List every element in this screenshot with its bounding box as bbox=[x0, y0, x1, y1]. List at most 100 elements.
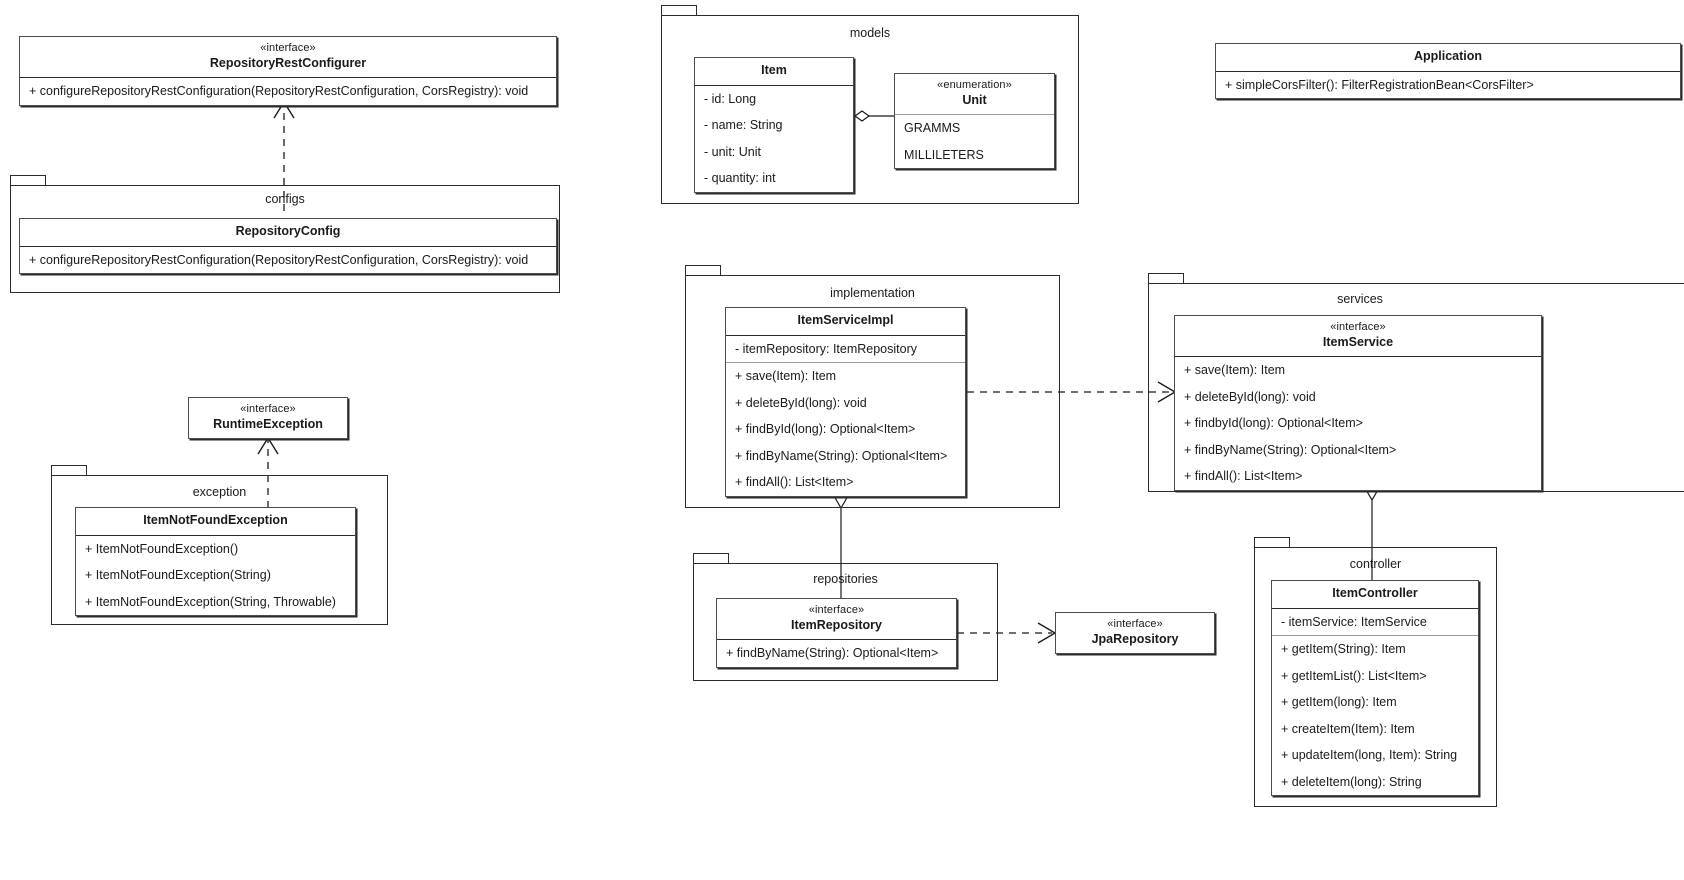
class-header-application: Application bbox=[1216, 44, 1680, 72]
package-controller: controller bbox=[1254, 537, 1497, 807]
class-repository-config[interactable]: RepositoryConfig + configureRepositoryRe… bbox=[19, 218, 557, 275]
package-tab-configs bbox=[10, 175, 46, 186]
stereotype-label: «interface» bbox=[1107, 618, 1163, 630]
package-body-configs bbox=[10, 185, 560, 293]
package-label-implementation: implementation bbox=[830, 286, 915, 300]
class-application[interactable]: Application + simpleCorsFilter(): Filter… bbox=[1215, 43, 1681, 100]
class-name-label: Unit bbox=[962, 92, 987, 107]
package-implementation: implementation bbox=[685, 265, 1060, 508]
class-jpa-repository[interactable]: «interface» JpaRepository bbox=[1055, 612, 1215, 655]
method-row: + getItemList(): List<Item> bbox=[1281, 668, 1427, 683]
enum-value-row: MILLILETERS bbox=[904, 147, 984, 162]
enum-values-section: GRAMMS MILLILETERS bbox=[895, 115, 1054, 168]
method-row: + findByName(String): Optional<Item> bbox=[735, 448, 948, 463]
method-row: + findAll(): List<Item> bbox=[735, 475, 854, 490]
method-row: + configureRepositoryRestConfiguration(R… bbox=[29, 252, 529, 267]
class-header-runtime-exception: «interface» RuntimeException bbox=[189, 398, 347, 438]
package-services: services bbox=[1148, 273, 1684, 492]
method-row: + updateItem(long, Item): String bbox=[1281, 748, 1458, 763]
attribute-row: - id: Long bbox=[704, 91, 757, 106]
attribute-row: - name: String bbox=[704, 118, 783, 133]
class-repository-rest-configurer[interactable]: «interface» RepositoryRestConfigurer + c… bbox=[19, 36, 557, 106]
method-row: + save(Item): Item bbox=[735, 369, 837, 384]
stereotype-label: «interface» bbox=[240, 403, 296, 415]
methods-section: + save(Item): Item + deleteById(long): v… bbox=[1175, 357, 1541, 490]
class-header-repository-config: RepositoryConfig bbox=[20, 219, 556, 247]
package-tab-exception bbox=[51, 465, 87, 476]
class-name-label: RepositoryConfig bbox=[235, 224, 341, 238]
package-body-services bbox=[1148, 283, 1684, 492]
class-name-label: RuntimeException bbox=[213, 416, 323, 431]
method-row: + findAll(): List<Item> bbox=[1184, 469, 1303, 484]
method-row: + getItem(String): Item bbox=[1281, 642, 1406, 657]
method-row: + simpleCorsFilter(): FilterRegistration… bbox=[1225, 77, 1534, 92]
class-name-label: ItemController bbox=[1332, 586, 1418, 600]
class-header-jpa-repository: «interface» JpaRepository bbox=[1056, 613, 1214, 653]
method-row: + ItemNotFoundException(String) bbox=[85, 568, 271, 583]
class-header-unit: «enumeration» Unit bbox=[895, 74, 1054, 116]
package-label-models: models bbox=[849, 26, 891, 40]
package-label-repositories: repositories bbox=[813, 572, 878, 586]
class-header-item-not-found-exception: ItemNotFoundException bbox=[76, 508, 355, 536]
method-row: + findByName(String): Optional<Item> bbox=[1184, 442, 1397, 457]
package-body-models bbox=[661, 15, 1079, 204]
class-item-service[interactable]: «interface» ItemService + save(Item): It… bbox=[1174, 315, 1542, 491]
method-row: + deleteItem(long): String bbox=[1281, 774, 1422, 789]
class-header-item-controller: ItemController bbox=[1272, 581, 1478, 609]
package-label-controller: controller bbox=[1349, 557, 1402, 571]
methods-section: + getItem(String): Item + getItemList():… bbox=[1272, 636, 1478, 795]
method-row: + deleteById(long): void bbox=[735, 395, 867, 410]
methods-section: + save(Item): Item + deleteById(long): v… bbox=[726, 363, 965, 496]
package-tab-repositories bbox=[693, 553, 729, 564]
package-tab-services bbox=[1148, 273, 1184, 284]
package-configs: configs bbox=[10, 175, 560, 293]
package-body-controller bbox=[1254, 547, 1497, 807]
class-name-label: Item bbox=[761, 63, 787, 77]
package-body-implementation bbox=[685, 275, 1060, 508]
class-name-label: ItemServiceImpl bbox=[797, 313, 894, 327]
package-label-configs: configs bbox=[265, 192, 305, 206]
package-tab-implementation bbox=[685, 265, 721, 276]
methods-section: + configureRepositoryRestConfiguration(R… bbox=[20, 247, 556, 274]
method-row: + deleteById(long): void bbox=[1184, 389, 1316, 404]
class-name-label: ItemRepository bbox=[791, 617, 882, 632]
class-item-repository[interactable]: «interface» ItemRepository + findByName(… bbox=[716, 598, 957, 668]
attributes-section: - itemRepository: ItemRepository bbox=[726, 336, 965, 364]
methods-section: + findByName(String): Optional<Item> bbox=[717, 640, 956, 667]
attributes-section: - itemService: ItemService bbox=[1272, 609, 1478, 637]
class-header-item-service-impl: ItemServiceImpl bbox=[726, 308, 965, 336]
method-row: + createItem(Item): Item bbox=[1281, 721, 1415, 736]
attribute-row: - itemRepository: ItemRepository bbox=[735, 341, 918, 356]
attribute-row: - itemService: ItemService bbox=[1281, 614, 1427, 629]
package-label-exception: exception bbox=[192, 485, 247, 499]
package-tab-models bbox=[661, 5, 697, 16]
stereotype-label: «interface» bbox=[260, 42, 316, 54]
methods-section: + simpleCorsFilter(): FilterRegistration… bbox=[1216, 72, 1680, 99]
method-row: + configureRepositoryRestConfiguration(R… bbox=[29, 84, 529, 99]
method-row: + ItemNotFoundException() bbox=[85, 541, 239, 556]
method-row: + save(Item): Item bbox=[1184, 363, 1286, 378]
enum-value-row: GRAMMS bbox=[904, 121, 961, 136]
class-header-item: Item bbox=[695, 58, 853, 86]
methods-section: + configureRepositoryRestConfiguration(R… bbox=[20, 78, 556, 105]
package-body-repositories bbox=[693, 563, 998, 681]
class-name-label: ItemService bbox=[1322, 334, 1394, 349]
method-row: + findByName(String): Optional<Item> bbox=[726, 646, 939, 661]
class-header-item-service: «interface» ItemService bbox=[1175, 316, 1541, 358]
class-runtime-exception[interactable]: «interface» RuntimeException bbox=[188, 397, 348, 440]
class-header-repository-rest-configurer: «interface» RepositoryRestConfigurer bbox=[20, 37, 556, 79]
stereotype-label: «interface» bbox=[1330, 321, 1386, 333]
method-row: + getItem(long): Item bbox=[1281, 695, 1397, 710]
class-item[interactable]: Item - id: Long - name: String - unit: U… bbox=[694, 57, 854, 193]
method-row: + findById(long): Optional<Item> bbox=[735, 422, 916, 437]
class-name-label: RepositoryRestConfigurer bbox=[209, 55, 367, 70]
class-item-controller[interactable]: ItemController - itemService: ItemServic… bbox=[1271, 580, 1479, 797]
class-item-not-found-exception[interactable]: ItemNotFoundException + ItemNotFoundExce… bbox=[75, 507, 356, 617]
stereotype-label: «interface» bbox=[808, 604, 865, 616]
class-unit[interactable]: «enumeration» Unit GRAMMS MILLILETERS bbox=[894, 73, 1055, 170]
class-item-service-impl[interactable]: ItemServiceImpl - itemRepository: ItemRe… bbox=[725, 307, 966, 497]
class-name-label: JpaRepository bbox=[1091, 631, 1179, 646]
class-name-label: ItemNotFoundException bbox=[143, 513, 288, 527]
attribute-row: - quantity: int bbox=[704, 171, 776, 186]
package-label-services: services bbox=[1337, 292, 1383, 306]
